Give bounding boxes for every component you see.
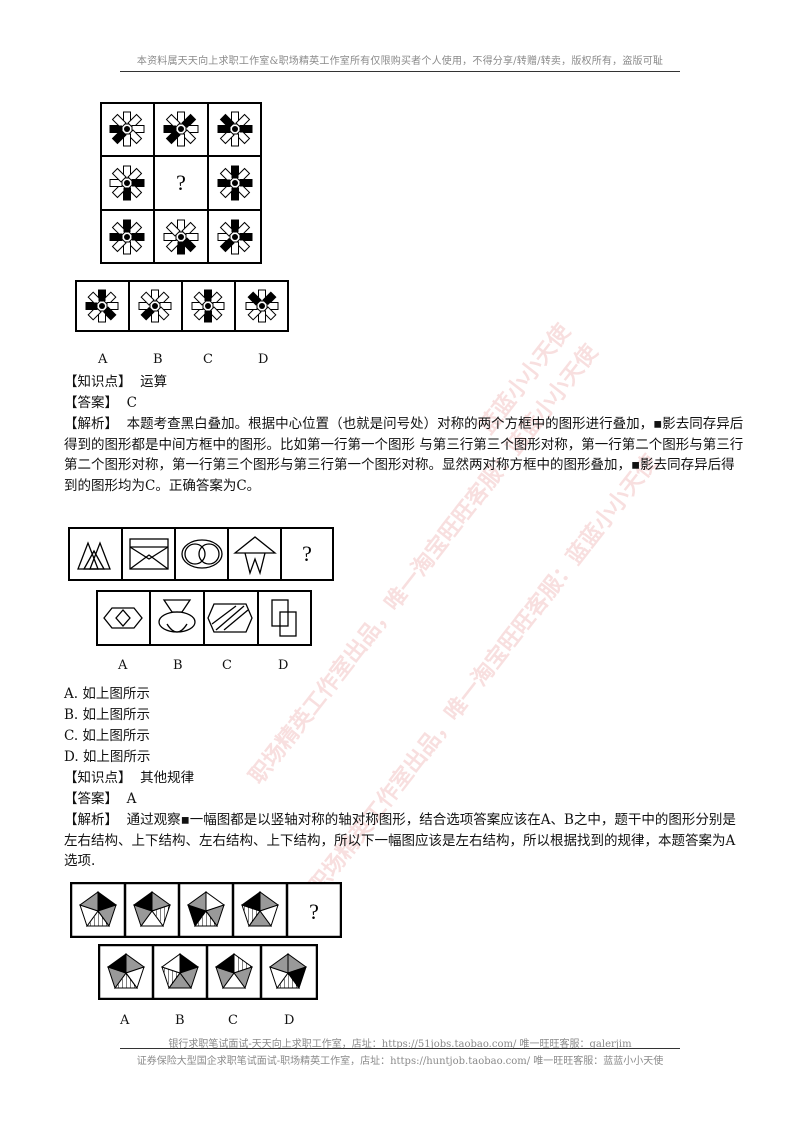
q2-option-a: A. 如上图所示 xyxy=(64,686,150,702)
option-label-d: D xyxy=(278,658,289,673)
q1-options-strip xyxy=(75,280,289,332)
q2-analysis: 【解析】 通过观察▪一幅图都是以竖轴对称的轴对称图形，结合选项答案应该在A、B之… xyxy=(64,810,744,872)
answer-label: 【答案】 xyxy=(64,395,118,411)
q1-question-mark: ? xyxy=(176,170,186,195)
option-label-a: A xyxy=(98,352,108,367)
answer-value: A xyxy=(126,791,137,807)
option-label-b: B xyxy=(175,1013,185,1028)
footer-shop-line-1: 银行求职笔试面试-天天向上求职工作室，店址：https://51jobs.tao… xyxy=(168,1039,632,1050)
answer-value: C xyxy=(126,395,137,411)
option-label-a: A xyxy=(120,1013,130,1028)
footer-rule xyxy=(120,1048,680,1049)
analysis-text: 通过观察▪一幅图都是以竖轴对称的轴对称图形，结合选项答案应该在A、B之中，题干中… xyxy=(64,812,736,869)
copyright-notice: 本资料属天天向上求职工作室&职场精英工作室所有仅限购买者个人使用，不得分享/转赠… xyxy=(136,56,664,67)
option-label-c: C xyxy=(222,658,232,673)
analysis-text: 本题考查黑白叠加。根据中心位置（也就是问号处）对称的两个方框中的图形进行叠加，▪… xyxy=(64,416,744,494)
q2-option-b: B. 如上图所示 xyxy=(64,707,151,723)
option-label-b: B xyxy=(173,658,183,673)
q2-answer: 【答案】 A xyxy=(64,789,136,809)
option-label-c: C xyxy=(228,1013,238,1028)
option-label-d: D xyxy=(284,1013,295,1028)
header-rule xyxy=(120,71,680,72)
q2-option-d: D. 如上图所示 xyxy=(64,749,151,765)
q3-question-mark: ? xyxy=(309,899,319,924)
knowledge-value: 运算 xyxy=(140,374,168,390)
knowledge-label: 【知识点】 xyxy=(64,374,132,390)
q3-options-strip xyxy=(98,944,318,1000)
q1-answer: 【答案】 C xyxy=(64,393,137,413)
knowledge-value: 其他规律 xyxy=(140,770,195,786)
q1-knowledge-point: 【知识点】 运算 xyxy=(64,372,167,392)
option-label-a: A xyxy=(118,658,128,673)
knowledge-label: 【知识点】 xyxy=(64,770,132,786)
footer-shop-line-2: 证券保险大型国企求职笔试面试-职场精英工作室，店址：https://huntjo… xyxy=(136,1056,664,1067)
analysis-label: 【解析】 xyxy=(64,812,118,828)
q2-question-strip: ? xyxy=(68,527,334,581)
q2-question-mark: ? xyxy=(302,541,312,566)
q2-options-strip xyxy=(96,590,312,646)
q3-question-strip: ? xyxy=(70,882,342,938)
option-label-d: D xyxy=(258,352,269,367)
answer-label: 【答案】 xyxy=(64,791,118,807)
q2-option-c: C. 如上图所示 xyxy=(64,728,150,744)
analysis-label: 【解析】 xyxy=(64,416,118,432)
option-label-b: B xyxy=(153,352,163,367)
q1-analysis: 【解析】 本题考查黑白叠加。根据中心位置（也就是问号处）对称的两个方框中的图形进… xyxy=(64,414,744,496)
q1-puzzle-grid: ? xyxy=(100,102,262,264)
option-label-c: C xyxy=(203,352,213,367)
q2-knowledge-point: 【知识点】 其他规律 xyxy=(64,768,194,788)
